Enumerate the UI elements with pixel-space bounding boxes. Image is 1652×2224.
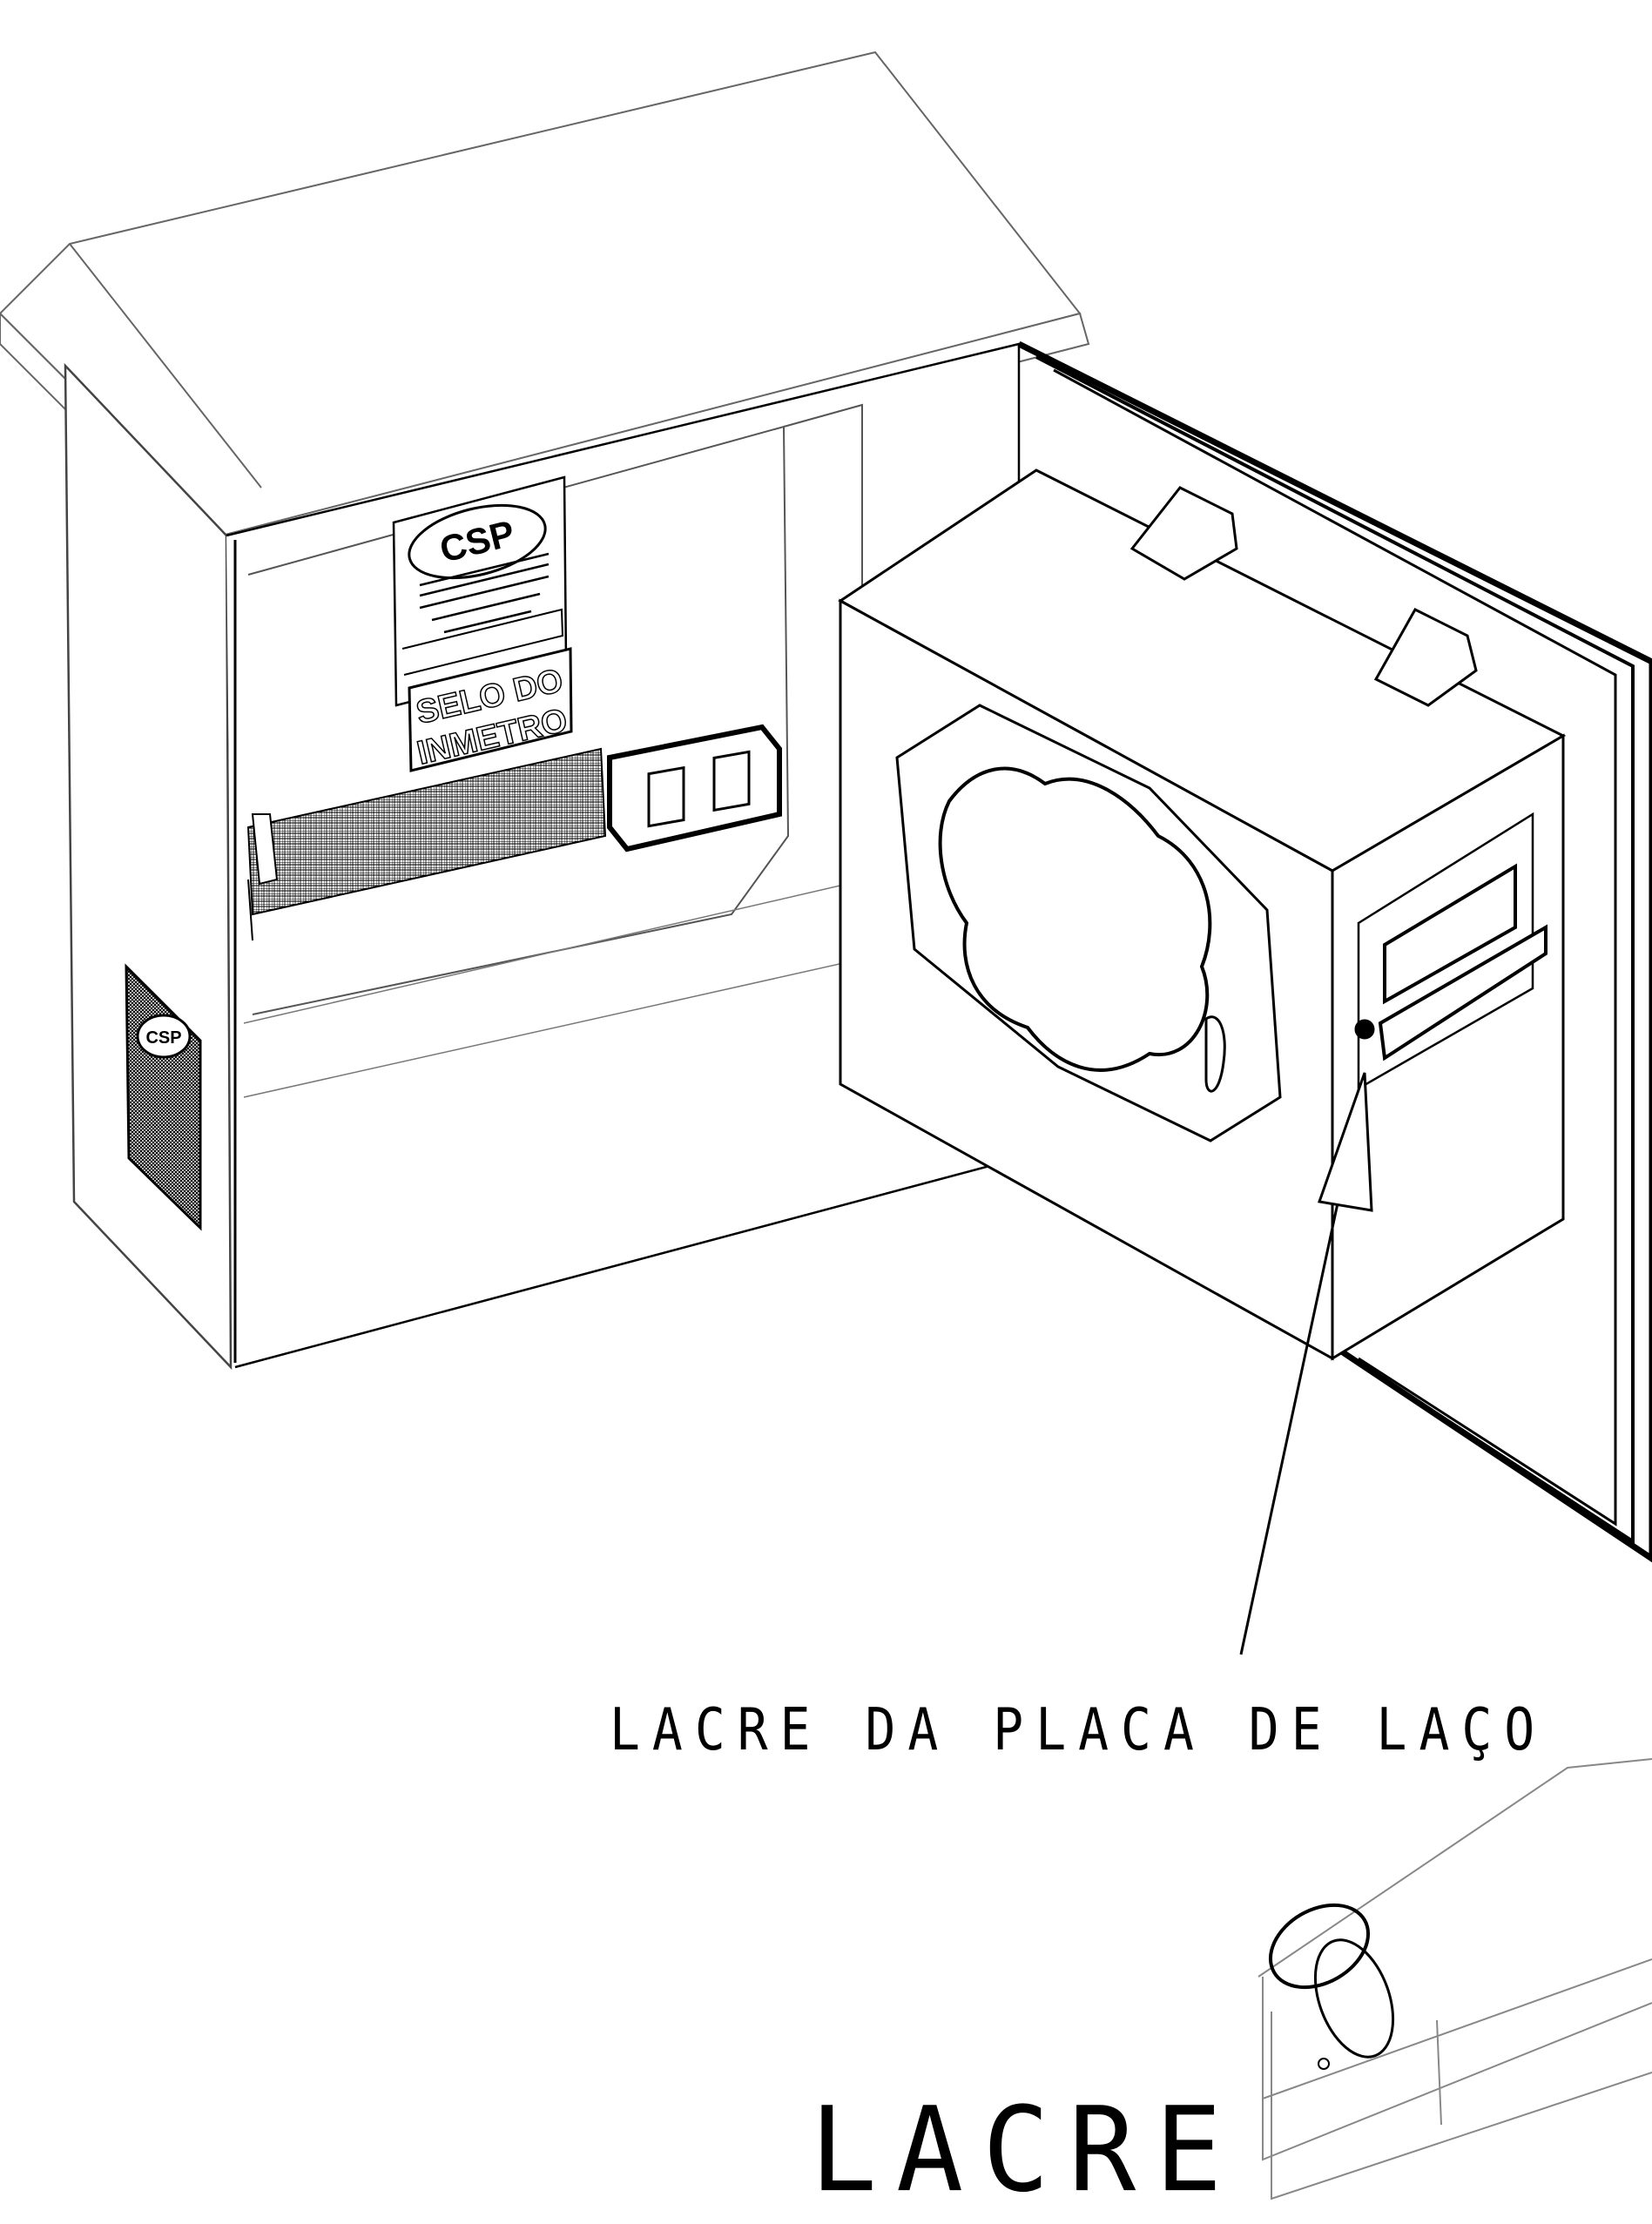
side-plate-logo-text: CSP (145, 1028, 181, 1048)
side-csp-plate (125, 963, 202, 1231)
callout-seal: LACRE (810, 2082, 1242, 2219)
csp-label-plate (392, 475, 573, 772)
cabinet-door (1017, 340, 1652, 1563)
terminal-block-rail (246, 747, 607, 941)
seal-detail (1258, 1758, 1652, 2200)
leader-arrow (1239, 1072, 1373, 1655)
callout-seal-of-loop-board: LACRE DA PLACA DE LAÇO (610, 1695, 1547, 1764)
power-outlet (607, 724, 782, 853)
loop-detector-box (838, 468, 1567, 1361)
